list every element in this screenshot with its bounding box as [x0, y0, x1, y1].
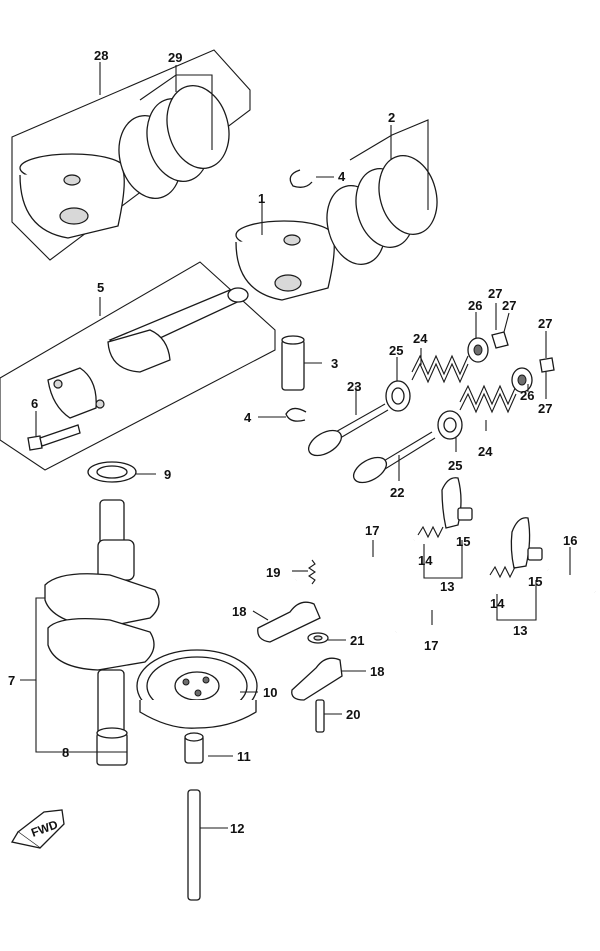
valve-cap-26-upper	[467, 337, 489, 363]
pin-20	[315, 699, 325, 733]
rocker-spring-14-upper	[417, 525, 444, 539]
callout-26-lower: 26	[520, 388, 534, 403]
callout-18-upper: 18	[232, 604, 246, 619]
rocker-arm-15-upper	[441, 477, 473, 529]
callout-2: 2	[388, 110, 395, 125]
callout-24-lower: 24	[478, 444, 493, 459]
shaft-16	[546, 567, 597, 595]
leader-lines	[20, 62, 571, 829]
tappet-18-lower	[291, 657, 343, 701]
valve-spring-24-lower	[459, 384, 517, 414]
pushrod-17-lower	[395, 592, 497, 634]
callout-15-lower: 15	[528, 574, 542, 589]
callout-3: 3	[331, 356, 338, 371]
callout-4-bottom: 4	[244, 410, 252, 425]
pushrod-17-upper	[295, 538, 415, 582]
callout-27-top-right: 27	[502, 298, 516, 313]
circlip-4-top	[289, 169, 313, 188]
spring-retainer-25-lower	[437, 410, 463, 440]
callout-7: 7	[8, 673, 15, 688]
washer-21	[307, 632, 329, 644]
callout-18-lower: 18	[370, 664, 384, 679]
callout-17-upper: 17	[365, 523, 379, 538]
piston-1	[235, 220, 335, 301]
cam-gear-10	[136, 649, 258, 729]
governor-shaft-11	[184, 732, 204, 764]
callout-24-upper: 24	[413, 331, 428, 346]
callout-8: 8	[62, 745, 69, 760]
callout-19: 19	[266, 565, 280, 580]
shaft-12	[187, 789, 201, 901]
piston-rings-2	[326, 119, 438, 265]
callout-20: 20	[346, 707, 360, 722]
callout-14-lower: 14	[490, 596, 505, 611]
intake-valve-23	[307, 403, 389, 457]
callout-28: 28	[94, 48, 108, 63]
valve-collet-27-lower	[539, 357, 555, 373]
valve-cap-26-lower	[511, 367, 533, 393]
callout-9: 9	[164, 467, 171, 482]
bushing-8	[96, 727, 128, 766]
callout-5: 5	[97, 280, 104, 295]
callout-22: 22	[390, 485, 404, 500]
callout-11: 11	[237, 749, 251, 764]
crankshaft-7	[44, 499, 160, 741]
bolt-6	[27, 424, 81, 451]
callout-labels: 28 29 2 4 1 5 3 4 6 9 7 8 10 11 12 23 22…	[8, 48, 577, 836]
rocker-spring-14-lower	[489, 565, 516, 579]
callout-16: 16	[563, 533, 577, 548]
callout-13-upper: 13	[440, 579, 454, 594]
callout-6: 6	[31, 396, 38, 411]
valve-spring-24-upper	[411, 354, 469, 384]
callout-27-top-left: 27	[488, 286, 502, 301]
callout-10: 10	[263, 685, 277, 700]
callout-26-upper: 26	[468, 298, 482, 313]
spring-19	[308, 559, 316, 585]
callout-15-upper: 15	[456, 534, 470, 549]
callout-13-lower: 13	[513, 623, 527, 638]
callout-25-lower: 25	[448, 458, 462, 473]
callout-27-lower: 27	[538, 401, 552, 416]
callout-27-right: 27	[538, 316, 552, 331]
wrist-pin-3	[281, 335, 305, 391]
callout-25-upper: 25	[389, 343, 403, 358]
valve-collet-27-upper	[491, 331, 509, 349]
callout-1: 1	[258, 191, 265, 206]
exhaust-valve-22	[352, 431, 436, 484]
rocker-arm-15-lower	[510, 517, 543, 569]
connecting-rod-box	[0, 261, 276, 471]
callout-12: 12	[230, 821, 244, 836]
callout-17-lower: 17	[424, 638, 438, 653]
forward-arrow-icon: FWD	[10, 809, 65, 849]
callout-23: 23	[347, 379, 361, 394]
tappet-18-upper	[257, 601, 321, 643]
callout-14-upper: 14	[418, 553, 433, 568]
thrust-washer-9	[87, 461, 137, 483]
callout-21: 21	[350, 633, 364, 648]
circlip-4-bottom	[285, 407, 307, 422]
callout-4-top: 4	[338, 169, 346, 184]
callout-29: 29	[168, 50, 182, 65]
piston-assembly-box	[11, 49, 251, 261]
spring-retainer-25-upper	[385, 380, 411, 412]
